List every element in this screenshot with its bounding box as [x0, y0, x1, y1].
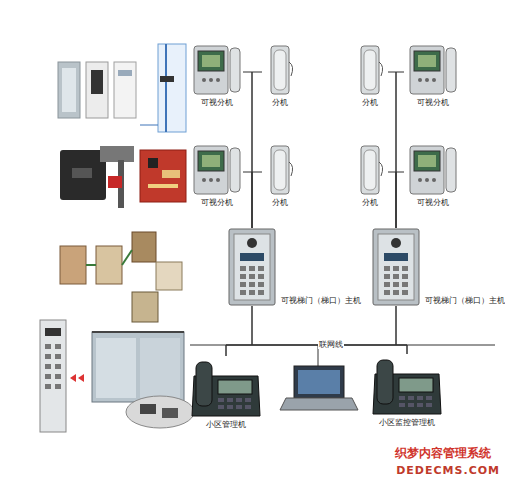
- device-label: 可视分机: [200, 98, 234, 108]
- signal-wire: [388, 172, 396, 228]
- signal-wire: [396, 306, 407, 354]
- indoor-unit: 分机: [352, 42, 388, 110]
- signal-wire: [243, 172, 252, 228]
- device-label: 分机: [271, 198, 289, 208]
- device-label: 可视分机: [200, 198, 234, 208]
- signal-wire: [252, 172, 262, 228]
- device-label: 分机: [361, 98, 379, 108]
- watermark: DEDECMS.COM: [395, 464, 501, 477]
- indoor-unit: 分机: [262, 42, 298, 110]
- watermark: 织梦内容管理系统: [394, 446, 492, 460]
- indoor-unit: 可视分机: [404, 142, 462, 210]
- device-label: 可视分机: [416, 198, 450, 208]
- door-station-panel: [372, 228, 420, 306]
- signal-wire: [252, 306, 407, 354]
- indoor-unit: 可视分机: [190, 42, 243, 110]
- door-station-panel: [228, 228, 276, 306]
- signal-wire: [226, 306, 252, 356]
- signal-wire: [388, 72, 396, 228]
- door-station: 可视梯门（梯口）主机: [228, 228, 362, 306]
- management-unit: 小区监控管理机: [366, 354, 448, 438]
- indoor-unit: 可视分机: [404, 42, 462, 110]
- bus-label: 联网线: [318, 340, 344, 349]
- video-indoor-unit: [192, 142, 242, 198]
- signal-wire: [243, 72, 252, 228]
- device-label: 分机: [271, 98, 289, 108]
- door-station: 可视梯门（梯口）主机: [372, 228, 505, 306]
- device-label: 小区监控管理机: [378, 418, 436, 428]
- audio-indoor-unit: [355, 42, 385, 98]
- video-indoor-unit: [408, 42, 458, 98]
- device-label: 分机: [361, 198, 379, 208]
- audio-indoor-unit: [355, 142, 385, 198]
- management-console: [371, 354, 443, 418]
- audio-indoor-unit: [265, 142, 295, 198]
- video-indoor-unit: [192, 42, 242, 98]
- management-unit: 小区管理机: [188, 356, 264, 438]
- label-holder: 联网线: [318, 332, 344, 351]
- audio-indoor-unit: [265, 42, 295, 98]
- signal-wire: [396, 172, 404, 228]
- management-console: [190, 356, 262, 420]
- device-label: 小区管理机: [205, 420, 247, 430]
- device-label: 可视分机: [416, 98, 450, 108]
- indoor-unit: 分机: [262, 142, 298, 210]
- label-holder: 织梦内容管理系统: [394, 442, 492, 461]
- signal-wire: [226, 306, 396, 356]
- device-label: 可视梯门（梯口）主机: [424, 296, 505, 306]
- signal-wire: [396, 72, 404, 228]
- indoor-unit: 可视分机: [190, 142, 243, 210]
- device-label: 可视梯门（梯口）主机: [280, 296, 362, 306]
- indoor-unit: 分机: [352, 142, 388, 210]
- video-indoor-unit: [408, 142, 458, 198]
- label-holder: DEDECMS.COM: [395, 459, 501, 477]
- signal-wire: [252, 72, 262, 228]
